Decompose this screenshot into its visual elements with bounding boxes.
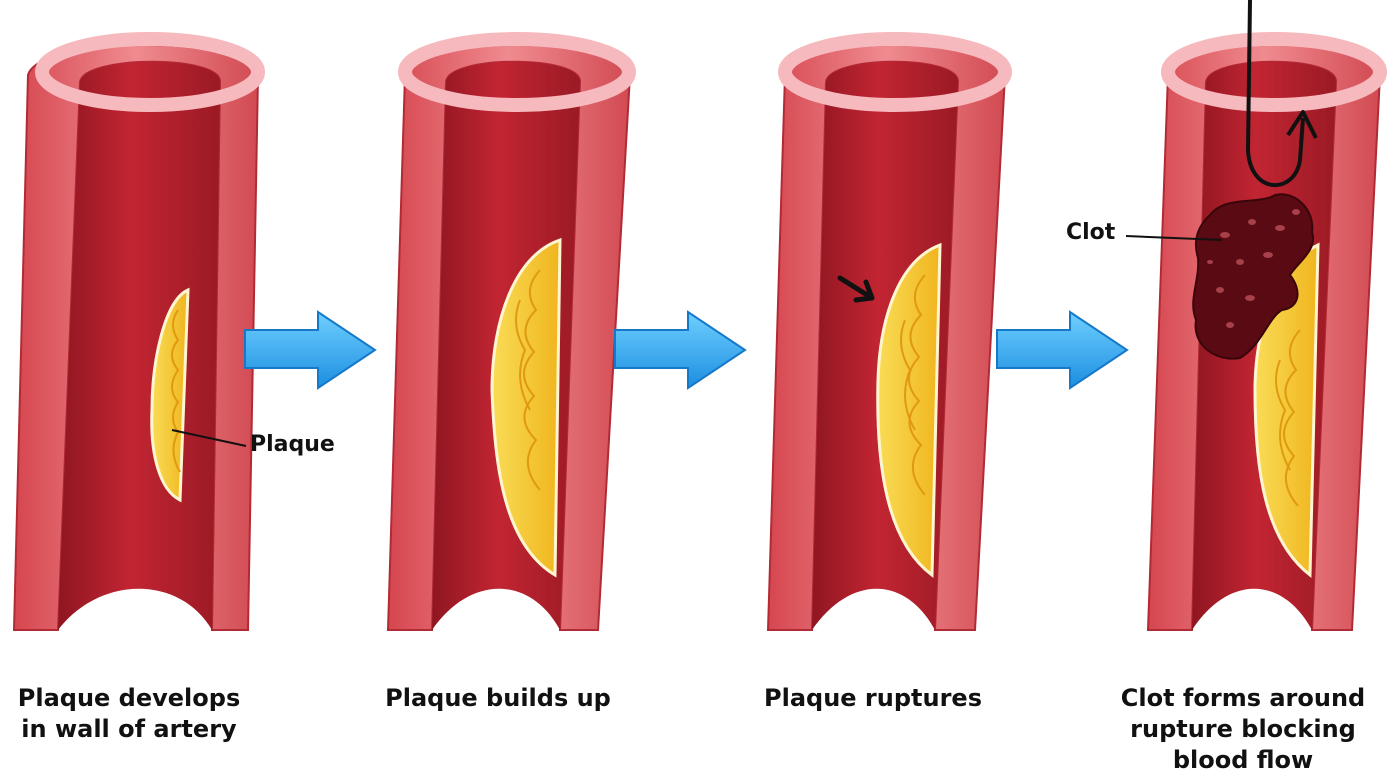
stage-3-caption: Plaque ruptures bbox=[740, 683, 1006, 714]
stage-arrow-2 bbox=[615, 312, 745, 388]
artery-stage-4 bbox=[1148, 0, 1380, 630]
stage-2-caption: Plaque builds up bbox=[360, 683, 636, 714]
stage-4-caption: Clot forms around rupture blocking blood… bbox=[1100, 683, 1386, 776]
artery-stage-3 bbox=[768, 39, 1005, 630]
stage-arrow-3 bbox=[997, 312, 1127, 388]
stage-arrow-1 bbox=[245, 312, 375, 388]
clot-label: Clot bbox=[1066, 220, 1115, 245]
artery-lumen bbox=[58, 62, 220, 630]
artery-stage-1 bbox=[14, 39, 258, 630]
artery-stage-2 bbox=[388, 39, 630, 630]
plaque-label: Plaque bbox=[250, 432, 335, 457]
stage-1-caption: Plaque develops in wall of artery bbox=[0, 683, 258, 745]
